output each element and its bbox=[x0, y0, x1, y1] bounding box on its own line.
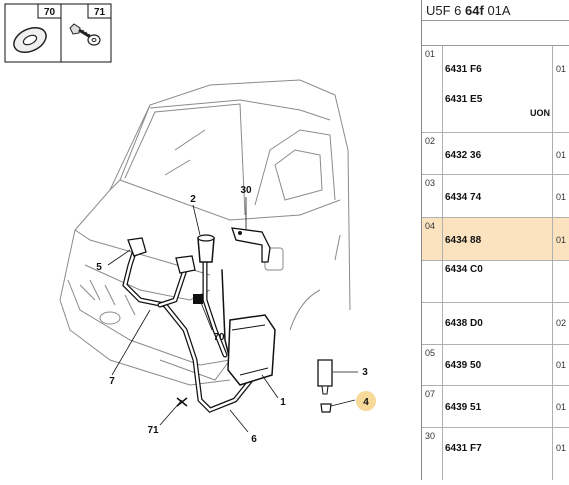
callout-5: 5 bbox=[96, 262, 102, 273]
parts-list-subheader bbox=[422, 21, 569, 46]
parts-row-01[interactable]: 01 6431 F6 6431 E5 UON 01 bbox=[422, 46, 569, 133]
part-ref[interactable]: 6434 88 bbox=[445, 235, 482, 246]
callout-numbers: 2 30 5 70 7 3 4 1 71 6 bbox=[96, 185, 369, 445]
parts-row-02[interactable]: 02 6432 36 01 bbox=[422, 133, 569, 175]
part-ref[interactable]: 6439 51 bbox=[445, 402, 482, 413]
bracket[interactable] bbox=[231, 227, 271, 263]
callout-3: 3 bbox=[362, 367, 368, 378]
row-qty: 01 bbox=[556, 192, 567, 202]
part-ref[interactable]: 6431 F6 bbox=[445, 64, 482, 75]
part-note: UON bbox=[530, 108, 550, 118]
row-qty: 01 bbox=[556, 443, 567, 453]
part-ref[interactable]: 6434 C0 bbox=[445, 264, 483, 275]
legend-box-71[interactable]: 71 bbox=[60, 3, 112, 63]
parts-row-04b[interactable]: 6434 C0 bbox=[422, 261, 569, 303]
row-index bbox=[422, 303, 443, 344]
washer-nozzles[interactable] bbox=[127, 237, 196, 274]
code-prefix: U5F 6 bbox=[426, 3, 462, 18]
code-bold: 64f bbox=[465, 3, 484, 18]
callout-1: 1 bbox=[280, 397, 286, 408]
parts-row-30[interactable]: 30 6431 F7 01 bbox=[422, 428, 569, 480]
grommet[interactable] bbox=[320, 403, 332, 413]
parts-row-03[interactable]: 03 6434 74 01 bbox=[422, 175, 569, 218]
part-ref[interactable]: 6439 50 bbox=[445, 360, 482, 371]
clip bbox=[193, 294, 203, 304]
row-index: 05 bbox=[422, 345, 443, 385]
parts-row-extra[interactable]: 6438 D0 02 bbox=[422, 303, 569, 345]
part-ref[interactable]: 6431 E5 bbox=[445, 94, 483, 105]
callout-4: 4 bbox=[363, 397, 369, 408]
filler-neck[interactable] bbox=[197, 234, 215, 263]
row-index: 07 bbox=[422, 386, 443, 427]
parts-row-04-highlighted[interactable]: 04 6434 88 01 bbox=[422, 218, 569, 261]
row-qty: 01 bbox=[556, 64, 567, 74]
washer-pump[interactable] bbox=[317, 359, 333, 395]
screw-marker bbox=[176, 397, 188, 407]
row-index: 03 bbox=[422, 175, 443, 217]
parts-row-05[interactable]: 05 6439 50 01 bbox=[422, 345, 569, 386]
row-qty: 01 bbox=[556, 235, 567, 245]
code-suffix: 01A bbox=[487, 3, 511, 18]
legend-number-70: 70 bbox=[44, 7, 56, 18]
row-index: 02 bbox=[422, 133, 443, 174]
part-ref[interactable]: 6434 74 bbox=[445, 192, 482, 203]
hoses bbox=[122, 247, 258, 413]
callout-2: 2 bbox=[190, 194, 196, 205]
row-qty: 01 bbox=[556, 150, 567, 160]
row-qty: 02 bbox=[556, 318, 567, 328]
row-index: 01 bbox=[422, 46, 443, 132]
diagram-code-header: U5F 6 64f 01A bbox=[422, 0, 569, 21]
parts-row-07[interactable]: 07 6439 51 01 bbox=[422, 386, 569, 428]
part-ref[interactable]: 6431 F7 bbox=[445, 443, 482, 454]
row-index: 04 bbox=[422, 218, 443, 260]
part-ref[interactable]: 6432 36 bbox=[445, 150, 482, 161]
callout-71: 71 bbox=[147, 425, 159, 436]
vehicle-outline bbox=[59, 79, 351, 386]
row-index: 30 bbox=[422, 428, 443, 480]
callout-7: 7 bbox=[109, 376, 115, 387]
part-ref[interactable]: 6438 D0 bbox=[445, 318, 483, 329]
parts-diagram: 70 71 bbox=[4, 0, 422, 480]
diagram-drawing: 70 71 bbox=[4, 3, 376, 445]
legend-number-71: 71 bbox=[94, 7, 106, 18]
row-qty: 01 bbox=[556, 360, 567, 370]
callout-4-highlight bbox=[356, 391, 376, 411]
callout-6: 6 bbox=[251, 434, 257, 445]
row-qty: 01 bbox=[556, 402, 567, 412]
callout-30: 30 bbox=[240, 185, 252, 196]
parts-list-panel: U5F 6 64f 01A 01 6431 F6 6431 E5 UON 01 … bbox=[422, 0, 569, 480]
washer-reservoir[interactable] bbox=[227, 314, 276, 386]
legend-box-70[interactable]: 70 bbox=[4, 3, 62, 63]
callout-70: 70 bbox=[213, 332, 225, 343]
